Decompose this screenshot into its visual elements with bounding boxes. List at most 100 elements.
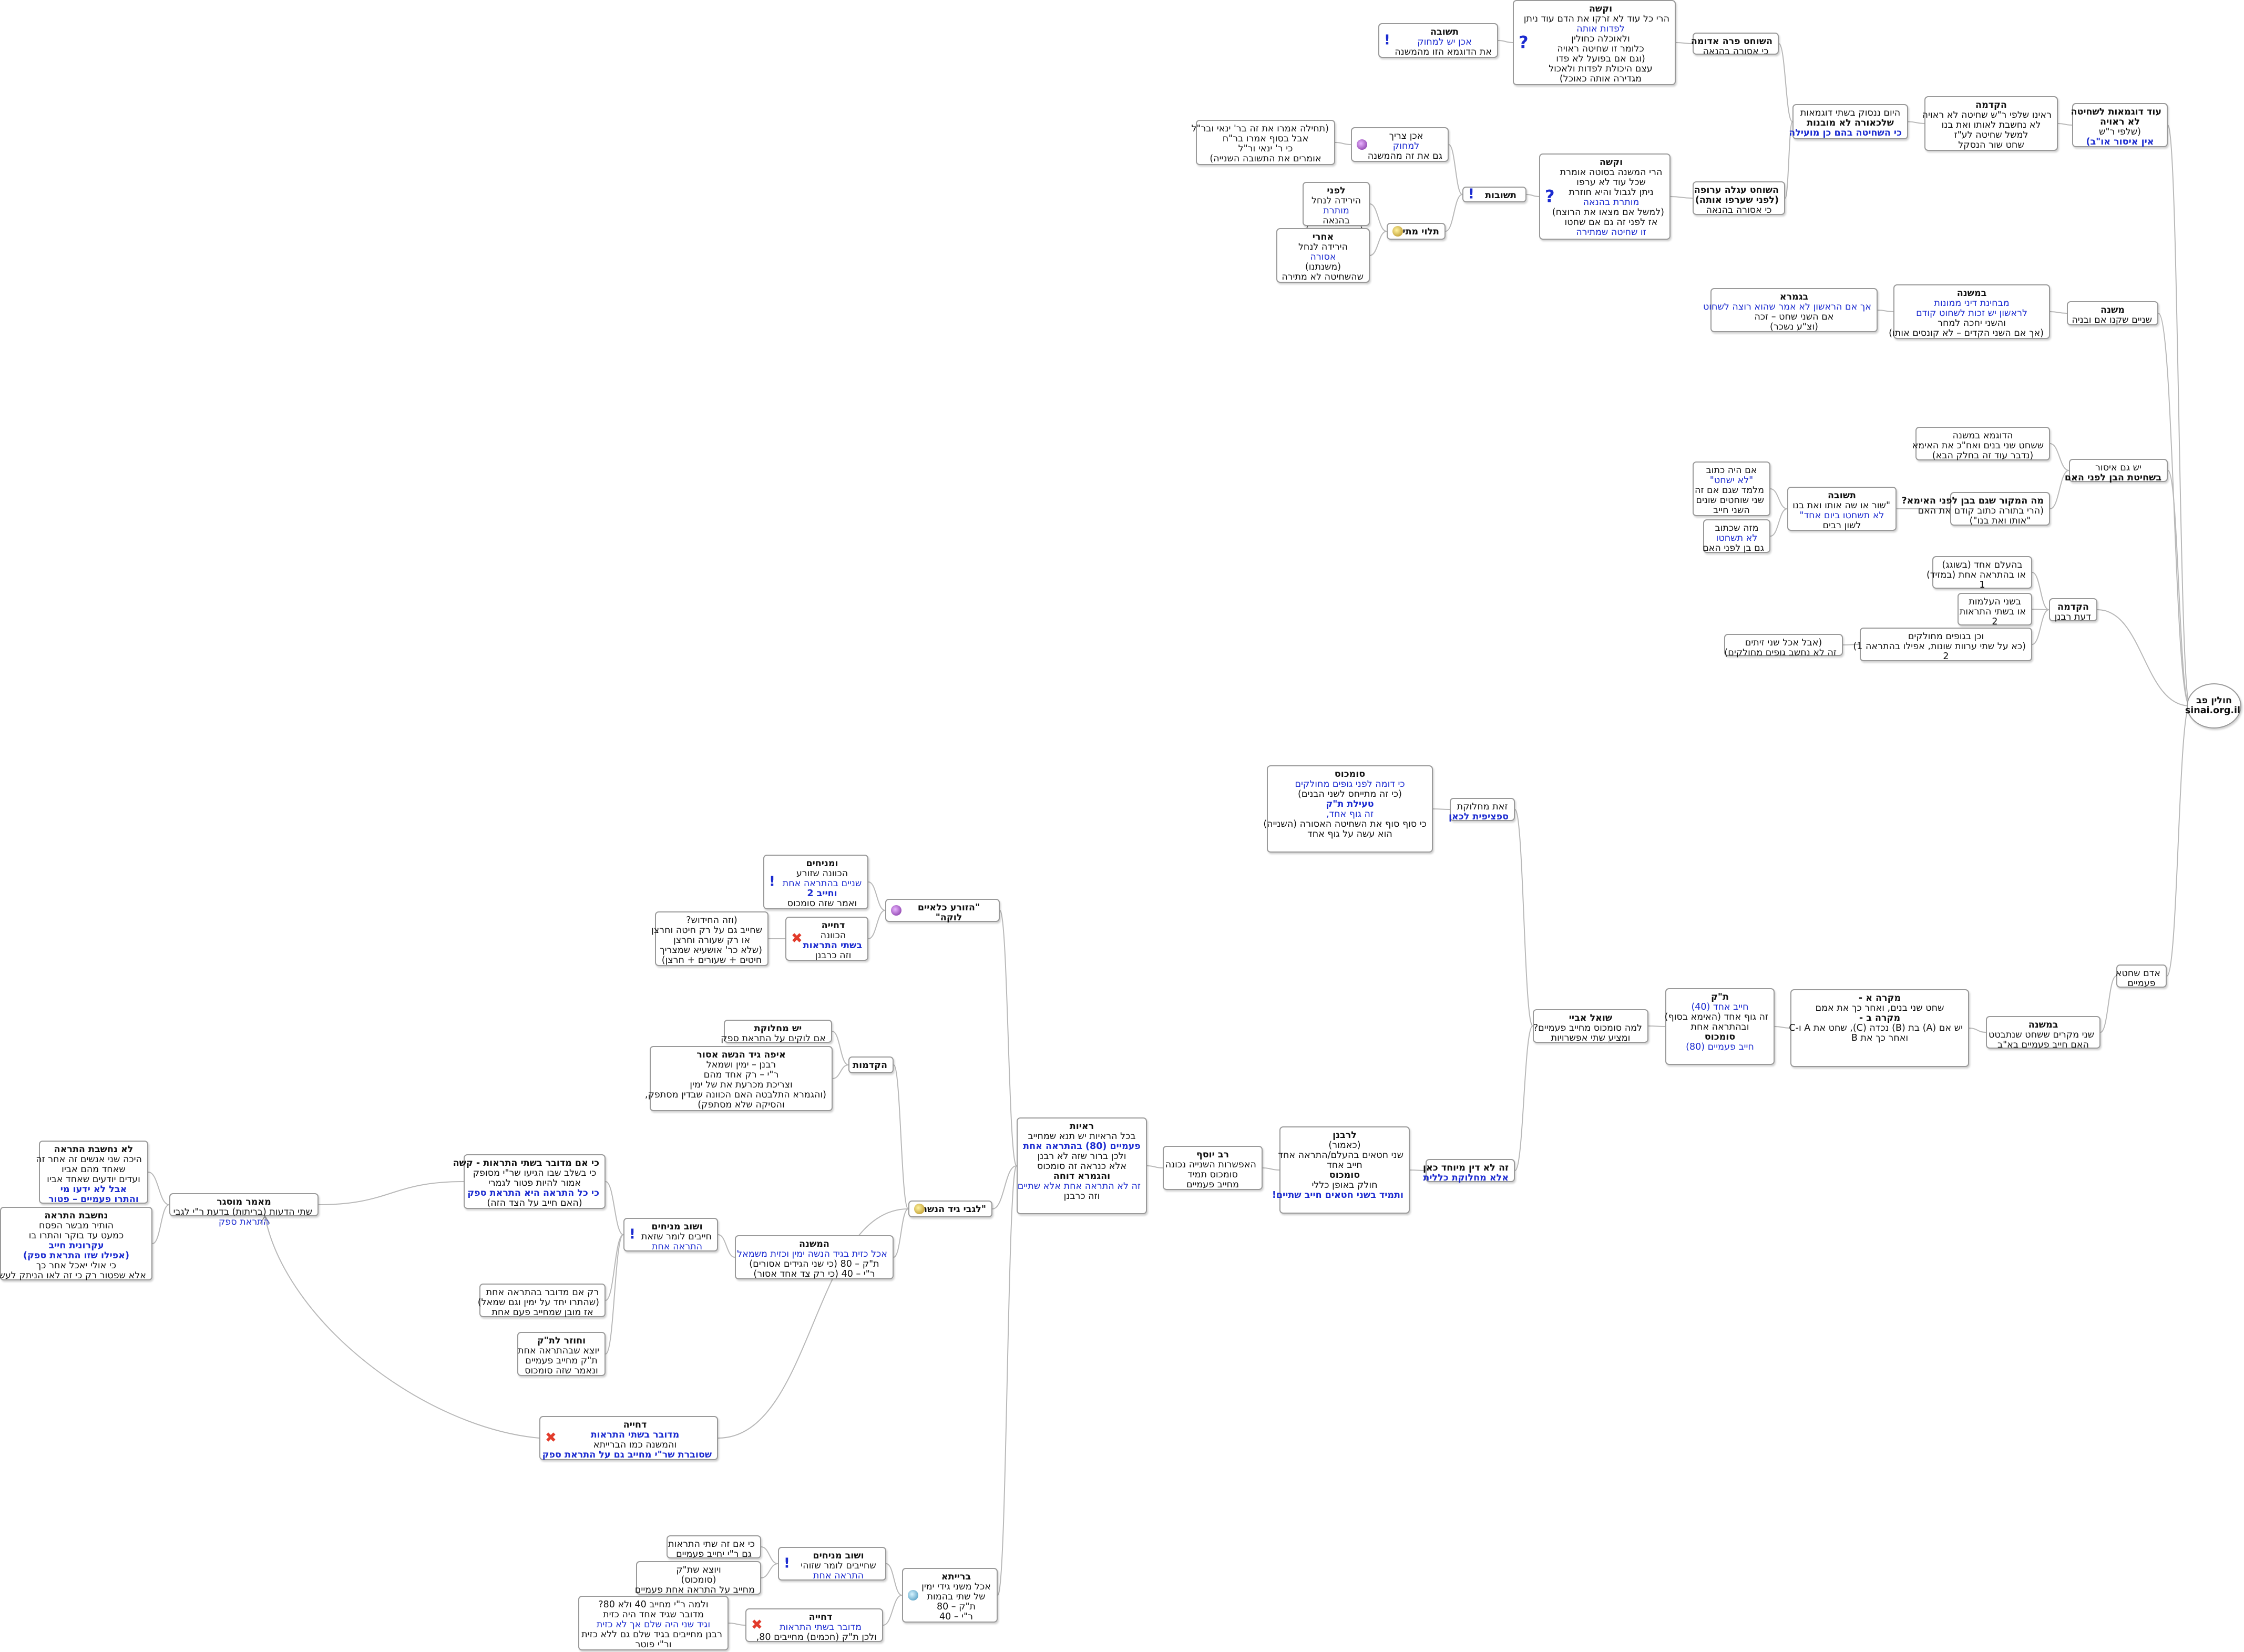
node-text-line: רק אם מדובר בהתראה אחת [486, 1287, 599, 1298]
topic-node[interactable]: !תשובות [1462, 187, 1526, 202]
connector-line [1448, 144, 1463, 195]
node-text-line: והסיקה שלא מסתפק) [698, 1100, 785, 1110]
node-text-line: זו שחיטה שמתירה [1576, 227, 1646, 238]
connector-line [997, 1165, 1017, 1596]
node-text-line: ותמיד בשני חטאים חייב שתיים! [1272, 1190, 1403, 1200]
connector-line [2032, 572, 2050, 610]
connector-line [2167, 125, 2190, 706]
node-text-line: כי ר' ינאי ור"ל [1238, 143, 1293, 154]
node-text-line: הקדמות [853, 1060, 887, 1071]
topic-node[interactable]: השוחט עגלה ערופה(לפני שערפו אותה)כי אסור… [1693, 181, 1785, 216]
node-text-line: גם את זה מהמשנה [1367, 151, 1442, 161]
topic-node[interactable]: בהעלם אחד (בשוגג)או בהתראה אחת (במזיד)1 [1927, 556, 2032, 590]
node-text-line: בשני העלמות [1969, 597, 2021, 607]
node-text-line: או בשתי התראות [1959, 607, 2026, 617]
node-text-line: אז לפני זה גם אם שחטו [1564, 217, 1658, 228]
node-text-line: יש גם איסור [2095, 463, 2141, 473]
node-text-line: (משנתנו) [1305, 262, 1341, 272]
emoticon-icon [1392, 226, 1403, 237]
connector-line [2032, 609, 2050, 610]
node-text-line: תשובה [1828, 490, 1856, 501]
node-text-line: שניים בהתראה אחת [782, 878, 862, 889]
node-text-line: (וצ"ע נשכר) [1770, 322, 1818, 332]
topic-node[interactable]: ולמה ר"י מחייב 40 ולא 80?מדובר שגיד אחד … [578, 1596, 729, 1650]
node-text-line: רבנן מחייבים בגיד שלם גם ללא כזית [581, 1629, 722, 1640]
node-text-line: כי אסורה בהנאה [1703, 46, 1769, 57]
connector-line [1670, 196, 1693, 199]
node-text-line: הירידה לנחל [1298, 242, 1348, 252]
node-text-line: ומניחים [806, 858, 838, 869]
node-text-line: שאחד מהם אביו [62, 1164, 126, 1175]
node-text-line: חייבים לומר שזאת [641, 1232, 712, 1242]
node-text-line: (למשל אם מצאו את הרוצח) [1552, 207, 1664, 218]
node-text-line: אכן יש למחוק [1417, 37, 1472, 47]
topic-node[interactable]: מקרה א -שחט שני בנים, ואחר כך את אמם מקר… [1789, 989, 1969, 1067]
topic-node[interactable]: רק אם מדובר בהתראה אחת(שהתרו יחד על ימין… [478, 1284, 606, 1318]
node-text-line: תשובות [1485, 190, 1517, 201]
node-text-line: מקרה ב - [1859, 1013, 1901, 1023]
topic-node[interactable]: תלוי מתי [1387, 223, 1446, 240]
topic-node[interactable]: מה המקור שגם בבן לפני האימא?(הרי בתורה כ… [1901, 492, 2050, 526]
node-text-line: דעת רבנן [2054, 612, 2091, 622]
node-text-line: "הזורע כלאיים [917, 902, 980, 913]
topic-node[interactable]: ויוצא שת"ק(סומכוס)מחייב על התראה אחת פעמ… [635, 1561, 761, 1595]
topic-node[interactable]: "לגבי גיד הנשה" [908, 1200, 992, 1217]
connector-line [1770, 508, 1788, 537]
topic-node[interactable]: וכן בגופים מחולקים(כא על שתי ערוות שונות… [1853, 628, 2032, 662]
topic-node[interactable]: הקדמות [848, 1056, 894, 1073]
node-text-line: זה לא דין מיוחד כאן [1423, 1163, 1509, 1173]
node-text-line: חייב אחד [1327, 1160, 1362, 1171]
